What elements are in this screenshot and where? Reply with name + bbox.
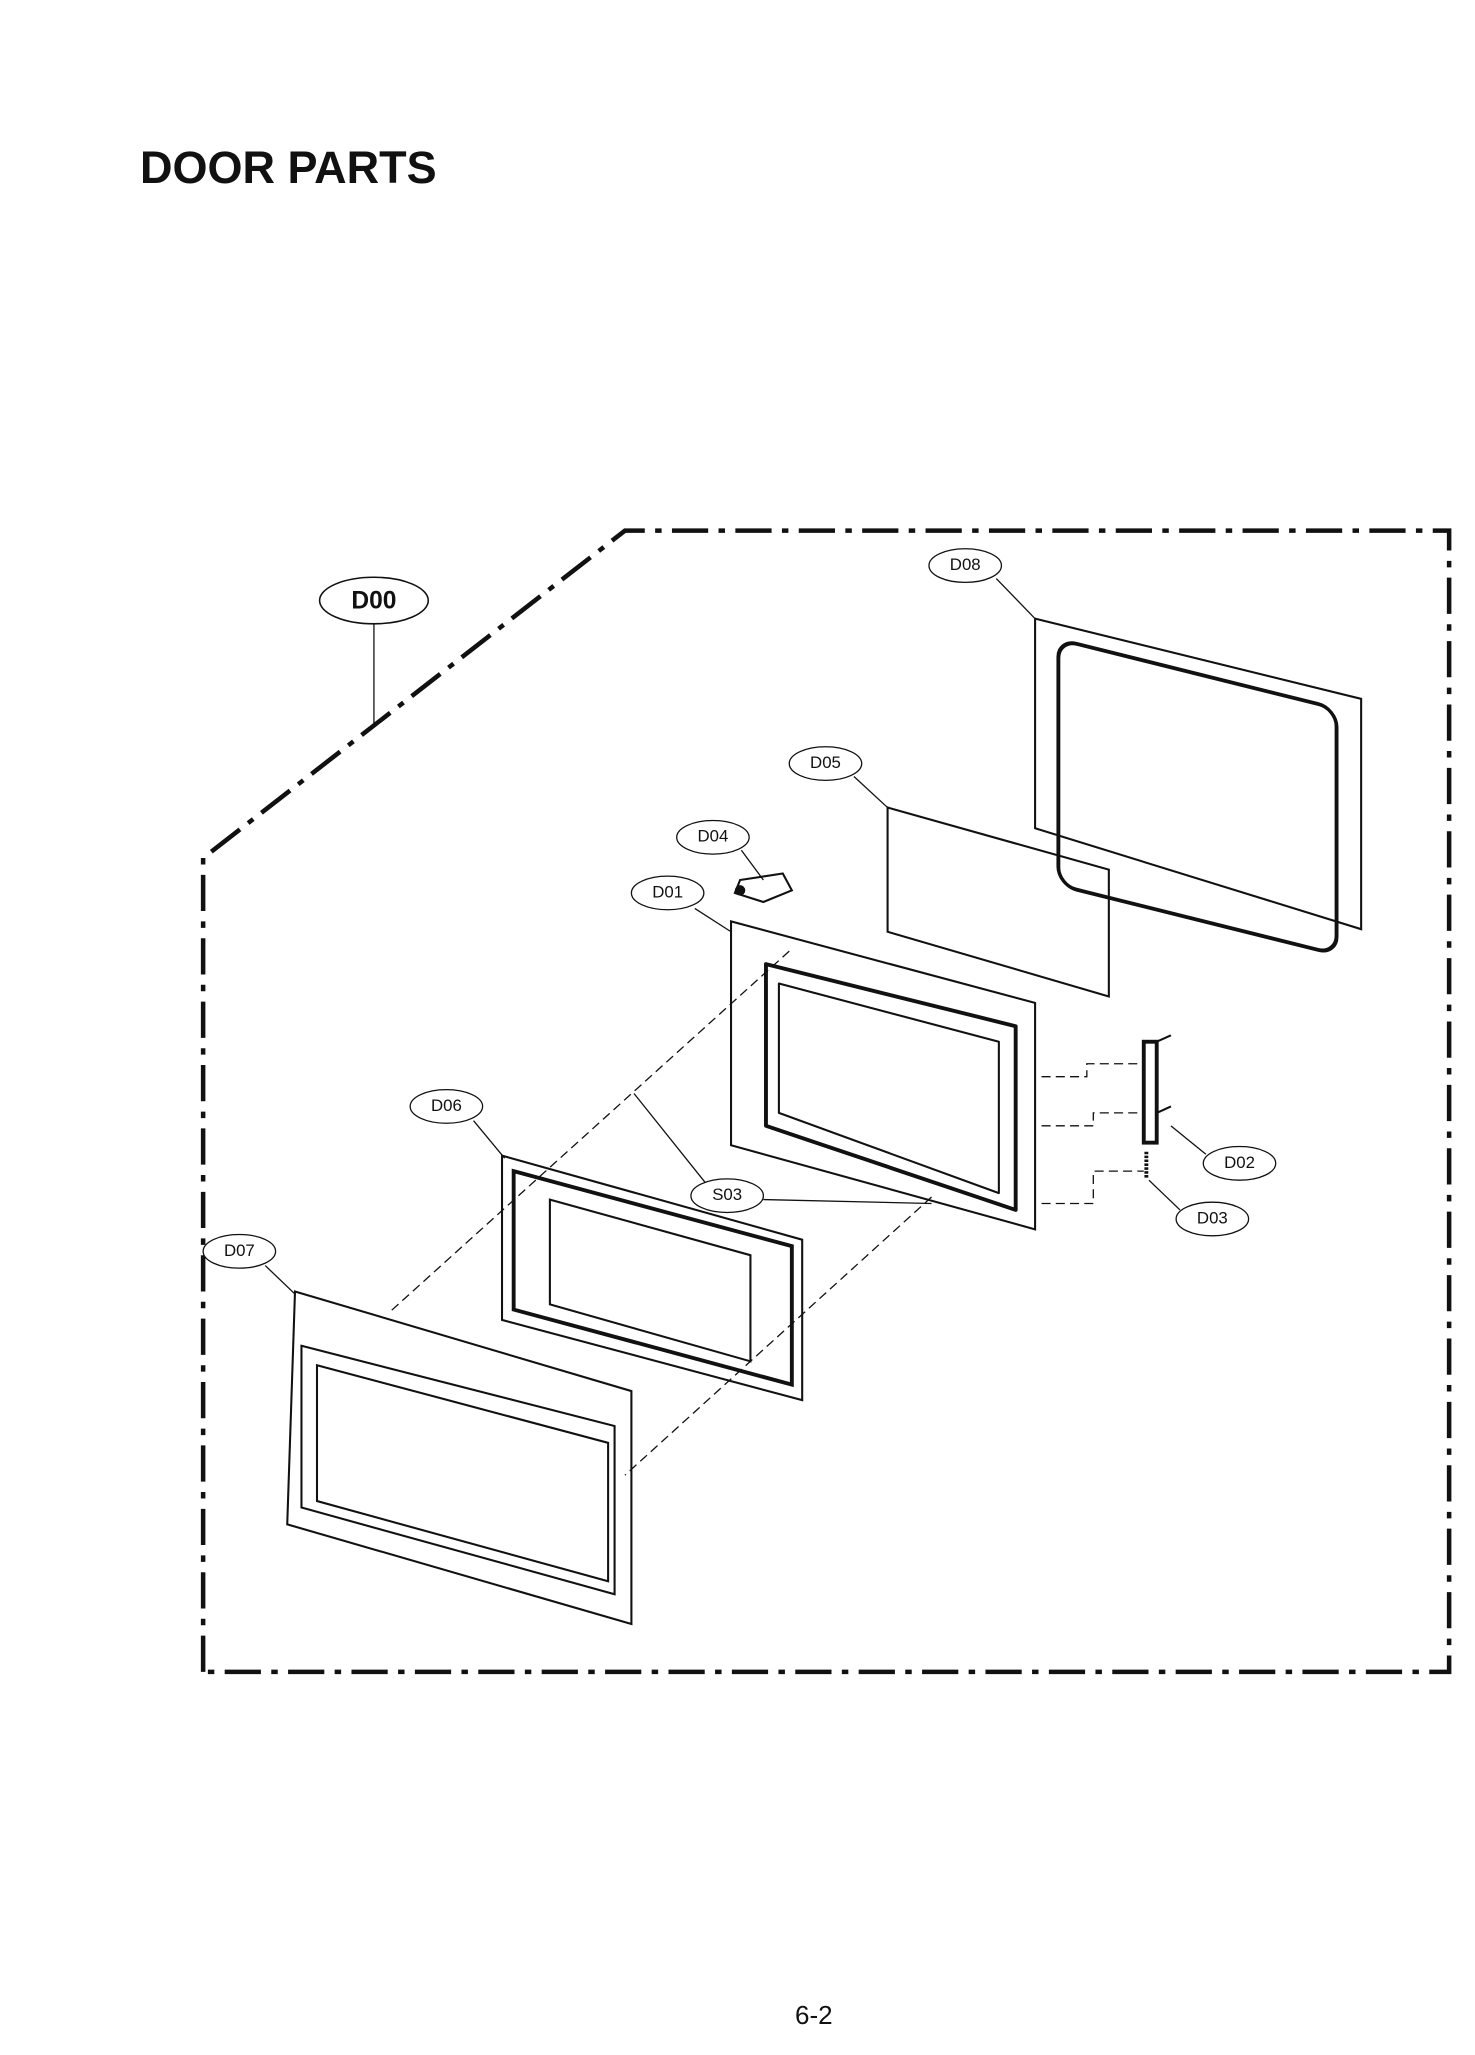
callout-s03: S03 [690, 1178, 765, 1214]
part-d07-front-frame [286, 1290, 633, 1626]
callout-label: D04 [697, 827, 728, 846]
callout-d07: D07 [202, 1233, 277, 1269]
assembly-boundary [200, 528, 1452, 1675]
part-d08-panel [1034, 617, 1363, 953]
callout-d04: D04 [676, 819, 750, 855]
callout-label: D00 [351, 587, 396, 614]
callout-d01: D01 [630, 875, 705, 911]
callout-d05: D05 [788, 746, 863, 782]
part-d05-sheet [886, 806, 1110, 998]
part-d01-frame [729, 920, 1037, 1231]
callout-label: D05 [810, 753, 841, 772]
callout-label: D01 [652, 882, 683, 901]
callout-label: D02 [1224, 1153, 1255, 1172]
callout-d06: D06 [409, 1088, 484, 1124]
callout-d02: D02 [1202, 1145, 1277, 1181]
callout-d00: D00 [318, 576, 430, 625]
part-d04-hinge [733, 872, 794, 904]
callout-d08: D08 [928, 548, 1003, 584]
callout-label: S03 [712, 1185, 742, 1204]
callout-label: D06 [431, 1096, 462, 1115]
callout-d03: D03 [1175, 1201, 1250, 1237]
page-title: DOOR PARTS [140, 142, 437, 193]
callout-label: D07 [224, 1241, 255, 1260]
part-d02-latch [1141, 1034, 1172, 1145]
callout-label: D03 [1197, 1208, 1228, 1227]
callout-label: D08 [950, 555, 981, 574]
page-number: 6-2 [795, 2000, 833, 2030]
